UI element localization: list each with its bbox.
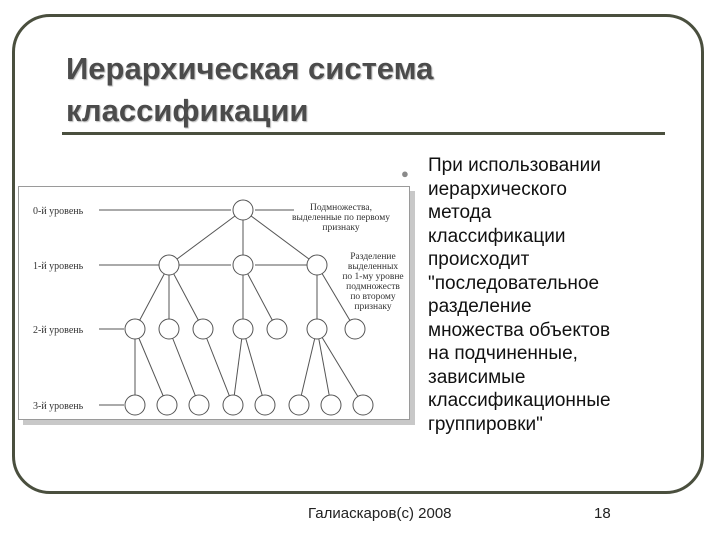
slide-frame: [12, 14, 704, 494]
node-level-2: [192, 318, 214, 340]
level-label-0: 0-й уровень: [33, 206, 84, 217]
node-level-1: [232, 254, 254, 276]
bullet-text: При использовании иерархического метода …: [428, 154, 678, 436]
bullet-line: множества объектов: [428, 319, 611, 341]
bullet-line: группировки": [428, 413, 543, 435]
note-first-line-1: Подмножества,: [310, 203, 372, 213]
node-level-3: [222, 394, 244, 416]
bullet-line: При использовании: [428, 155, 601, 176]
hierarchy-diagram: 0-й уровень 1-й уровень 2-й уровень 3-й …: [18, 186, 410, 420]
title-line-2: классификации: [66, 93, 309, 128]
node-level-2: [232, 318, 254, 340]
hierarchy-tree: 0-й уровень 1-й уровень 2-й уровень 3-й …: [33, 199, 404, 416]
note-second-line-1: Разделение: [350, 252, 395, 262]
bullet-line: зависимые: [428, 366, 526, 388]
node-level-2: [306, 318, 328, 340]
node-level-0: [232, 199, 254, 221]
title-line-1: Иерархическая система: [66, 51, 434, 86]
level-label-2: 2-й уровень: [33, 325, 84, 336]
node-level-3: [288, 394, 310, 416]
level-label-3: 3-й уровень: [33, 401, 84, 412]
node-level-2: [124, 318, 146, 340]
bullet-line: метода: [428, 202, 492, 223]
bullet-line: разделение: [428, 296, 532, 317]
node-level-1: [306, 254, 328, 276]
note-second-line-4: подмножеств: [346, 282, 400, 292]
bullet-line: иерархического: [428, 178, 567, 200]
level-label-1: 1-й уровень: [33, 261, 84, 272]
node-level-3: [188, 394, 210, 416]
note-second-line-3: по 1-му уровне: [342, 272, 403, 282]
node-level-2: [266, 318, 288, 340]
node-level-3: [156, 394, 178, 416]
note-second-line-5: по второму: [350, 292, 396, 302]
slide-title: Иерархическая система классификации: [66, 48, 626, 132]
node-level-3: [124, 394, 146, 416]
bullet-line: классификационные: [428, 390, 611, 411]
note-first-line-3: признаку: [322, 223, 359, 233]
bullet-line: на подчиненные,: [428, 343, 578, 364]
node-level-2: [344, 318, 366, 340]
note-first-line-2: выделенные по первому: [292, 213, 390, 223]
note-second-line-2: выделенных: [348, 262, 398, 272]
footer-author: Галиаскаров(с) 2008: [308, 505, 452, 522]
bullet-line: происходит: [428, 249, 530, 270]
note-second-line-6: признаку: [354, 302, 391, 312]
node-level-1: [158, 254, 180, 276]
node-level-3: [352, 394, 374, 416]
node-level-3: [254, 394, 276, 416]
title-underline: [62, 132, 665, 135]
node-level-2: [158, 318, 180, 340]
page-number: 18: [594, 505, 611, 522]
bullet-line: "последовательное: [428, 272, 600, 294]
bullet-line: классификации: [428, 225, 566, 247]
node-level-3: [320, 394, 342, 416]
bullet-dot-icon: ●: [401, 166, 409, 181]
